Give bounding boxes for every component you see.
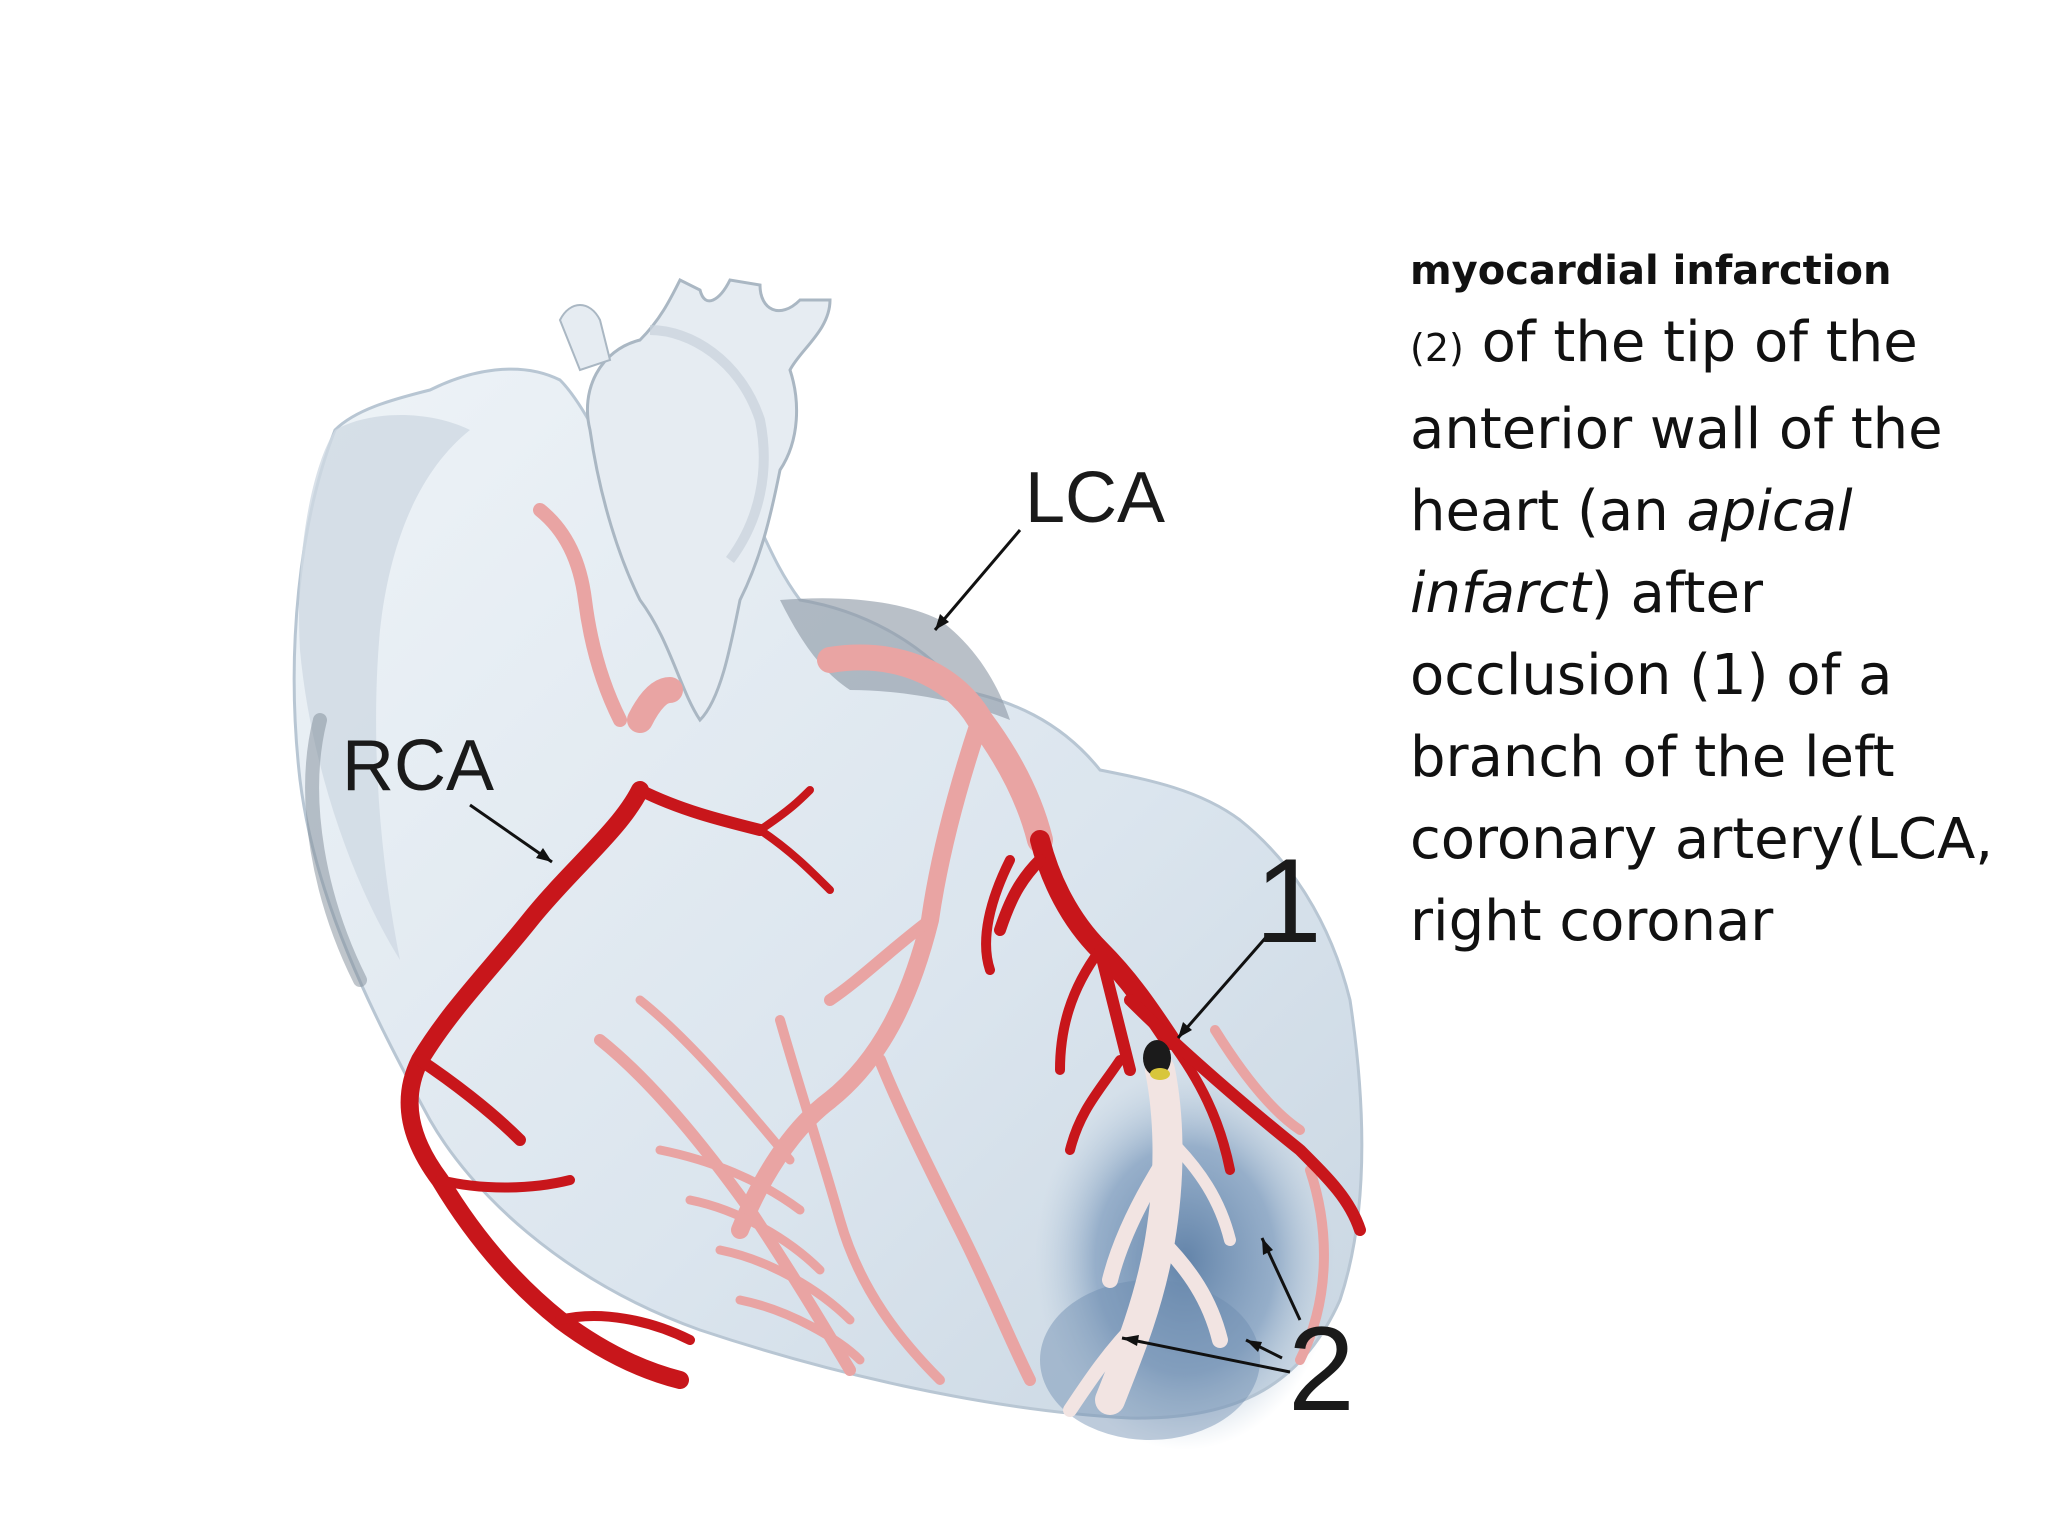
caption-text-2: ) after occlusion (1) of a branch of the… xyxy=(1410,561,1994,954)
caption-heading: myocardial infarction xyxy=(1410,248,1892,294)
occlusion-plug xyxy=(1143,1040,1171,1080)
caption-italic: apical infarct xyxy=(1410,479,1853,626)
pink-arteries xyxy=(533,503,1329,1386)
great-vessels xyxy=(558,277,832,723)
occluded-vessel xyxy=(1063,1055,1236,1417)
caption: myocardial infarction (2) of the tip of … xyxy=(1410,240,2010,963)
infarct-label: 2 xyxy=(1288,1302,1355,1436)
caption-body: (2) of the tip of the anterior wall of t… xyxy=(1410,302,2010,963)
lca-arrow xyxy=(933,529,1022,631)
lca-label: LCA xyxy=(1025,458,1165,538)
infarct-arrow-3 xyxy=(1121,1336,1291,1374)
rca-label: RCA xyxy=(342,726,494,806)
occlusion-label: 1 xyxy=(1255,834,1322,968)
occlusion-arrow xyxy=(1176,934,1270,1039)
caption-number: (2) xyxy=(1410,326,1464,370)
annotation-arrows xyxy=(469,529,1302,1374)
rca-arrow xyxy=(469,803,553,864)
caption-text-1: of the tip of the anterior wall of the h… xyxy=(1410,310,1943,544)
red-arteries xyxy=(400,781,1366,1389)
